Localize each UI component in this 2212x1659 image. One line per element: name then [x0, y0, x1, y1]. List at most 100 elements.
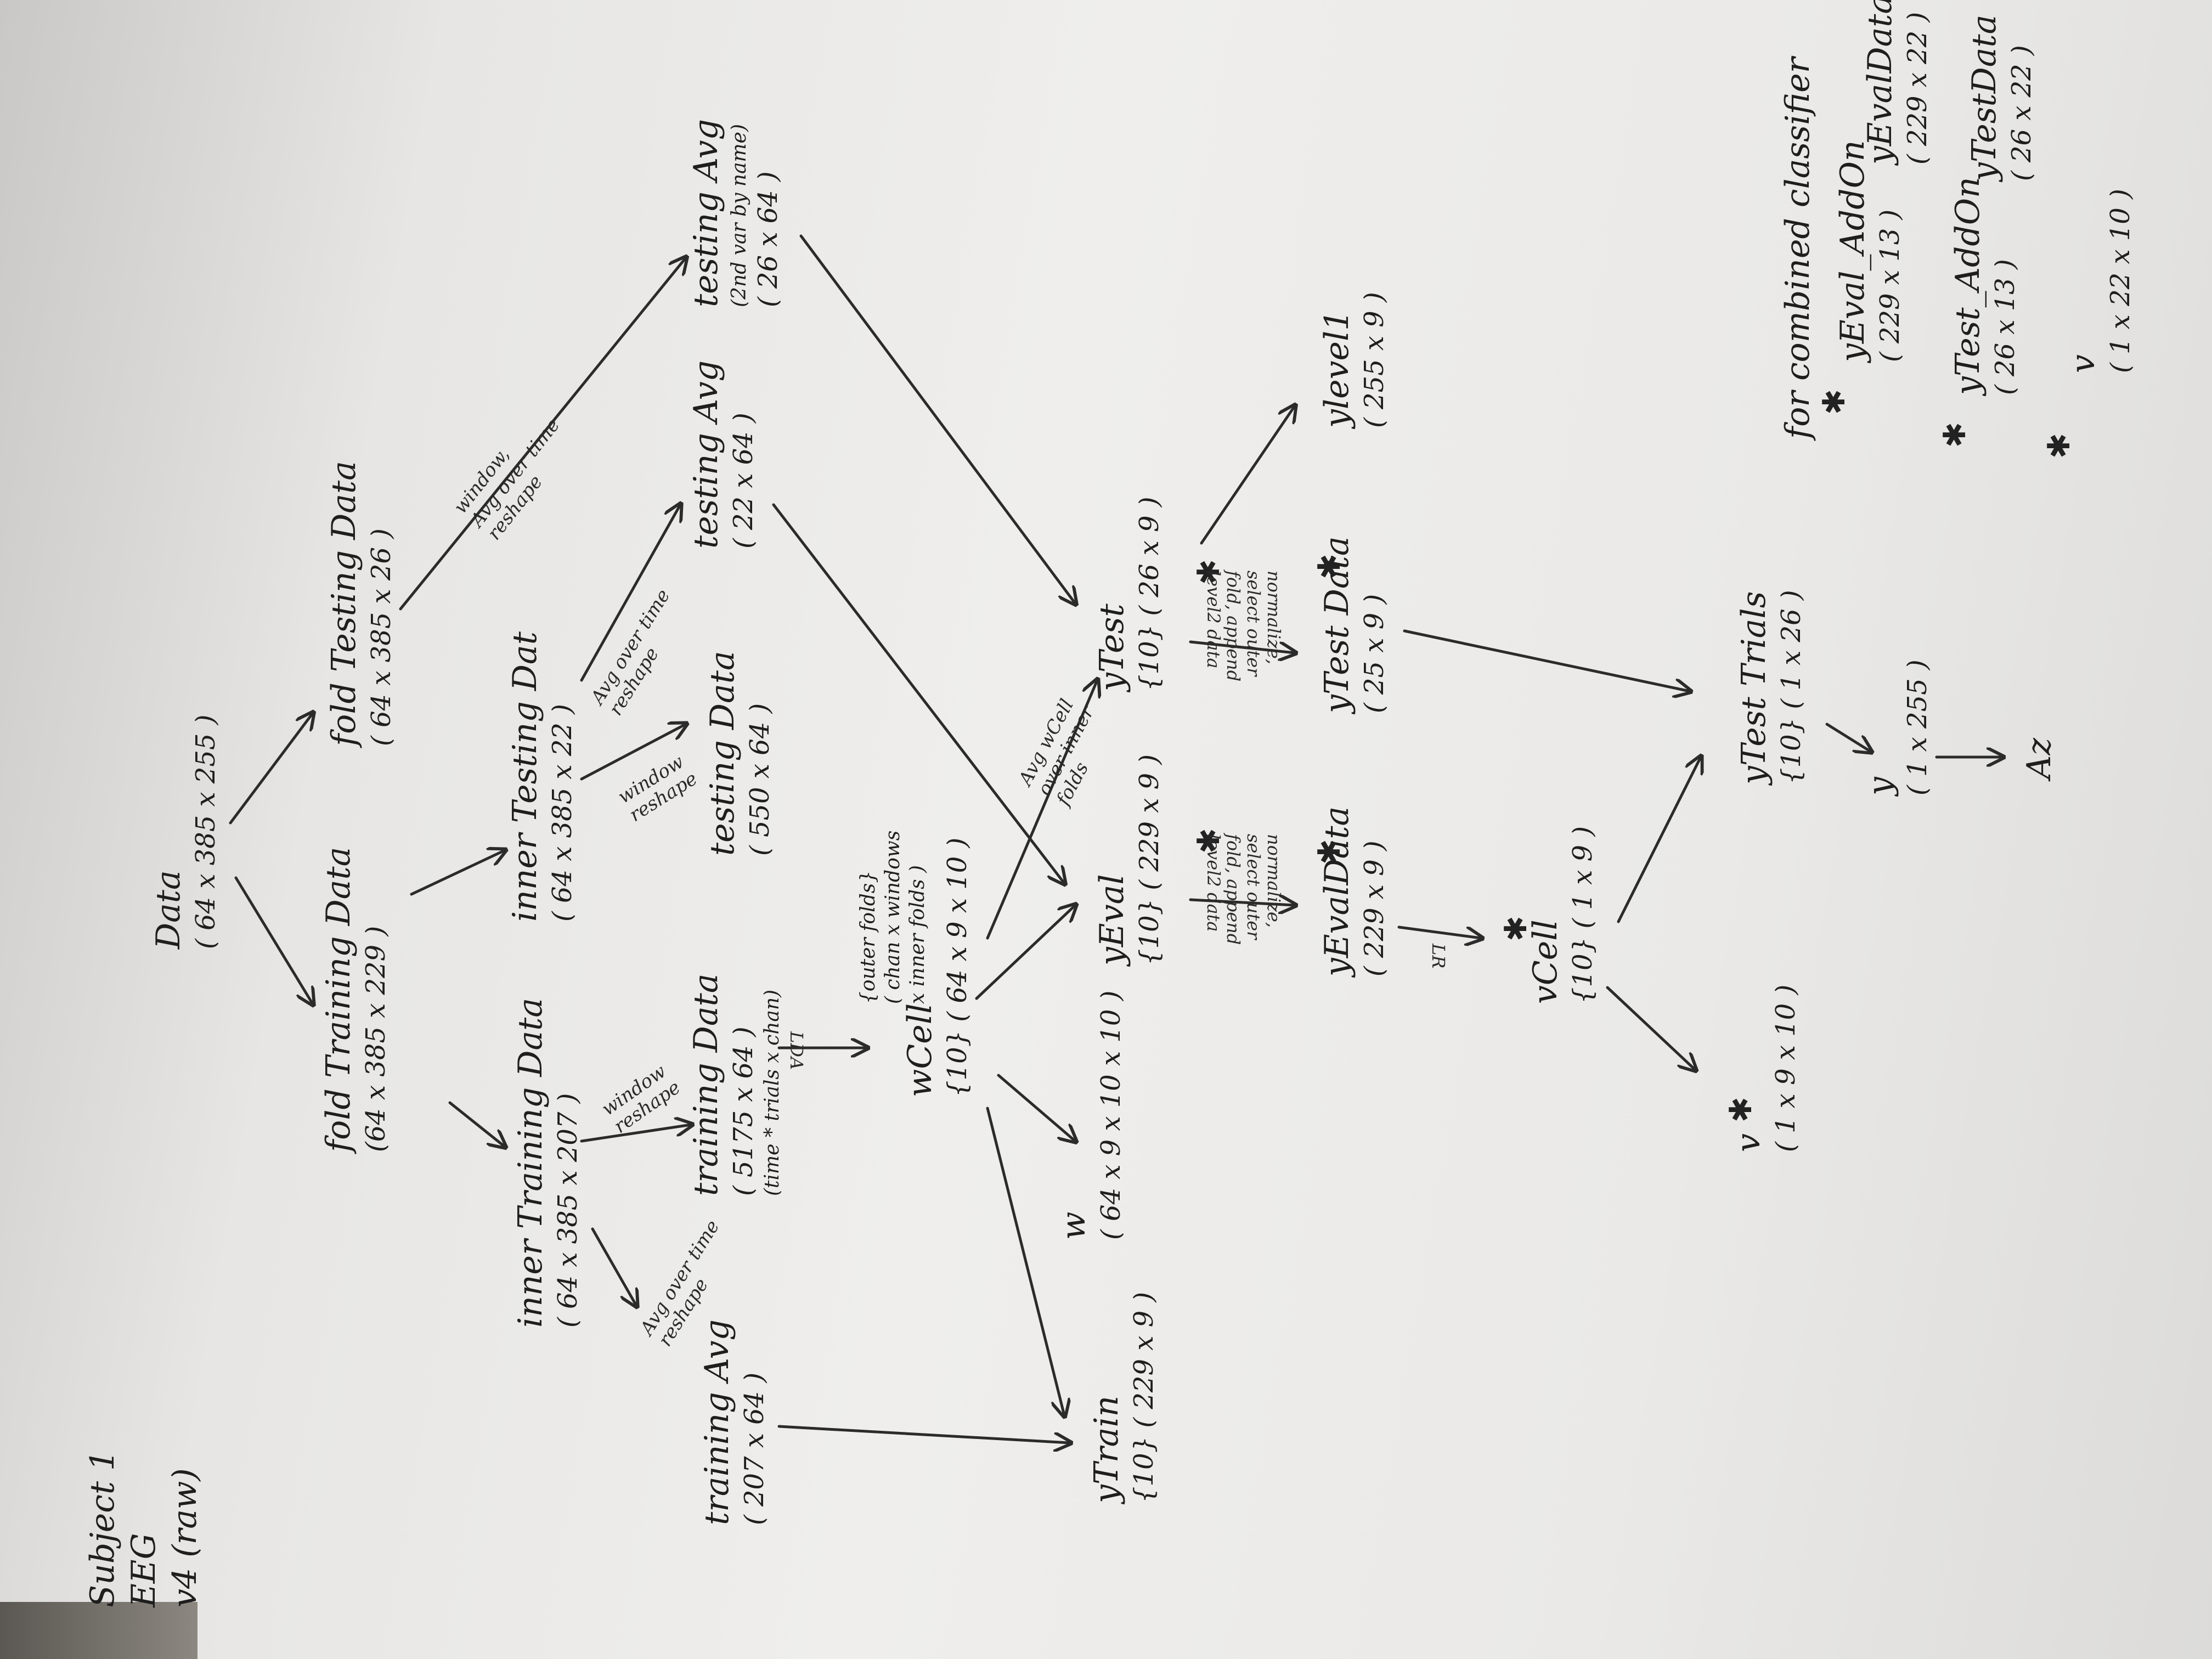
node-training-avg: training Avg ( 207 x 64 ) [697, 1319, 771, 1525]
arrow-vcell-to-ytesttrials [1617, 757, 1701, 923]
node-training-data: training Data ( 5175 x 64 ) (time * tria… [686, 974, 785, 1196]
node-dims: ( 64 x 385 x 207 ) [552, 1093, 583, 1328]
label-line: level2 data [1203, 571, 1224, 669]
node-title: y [1861, 777, 1899, 795]
node-testing-avg-2: testing Avg (2nd var by name) ( 26 x 64 … [686, 119, 785, 307]
arrow-training-avg-to-ytrain [777, 1425, 1070, 1443]
node-title: fold Training Data [319, 847, 358, 1152]
node-inner-testing-data: inner Testing Dat ( 64 x 385 x 22 ) [505, 631, 579, 922]
label-line: normalize, [1263, 834, 1284, 928]
arrow-wcell-to-ytrain [986, 1107, 1064, 1415]
item-dims: ( 229 x 13 ) [1875, 209, 1905, 362]
arrow-yeval-to-yevaldata [1189, 900, 1295, 905]
combined-item-ytestdata: yTestData ( 26 x 22 ) [1964, 15, 2038, 181]
node-dims: {10} ( 64 x 9 x 10 ) [942, 837, 973, 1097]
label-normalize-2: normalize, select outer fold, append lev… [1203, 571, 1284, 681]
node-title: training Data [687, 973, 725, 1196]
arrow-fold-training-to-inner-testing [410, 850, 505, 896]
node-testing-data: testing Data ( 550 x 64 ) [702, 651, 776, 856]
node-dims: {10} ( 1 x 9 ) [1567, 826, 1598, 1004]
arrow-inner-training-to-training-avg [591, 1227, 636, 1306]
arrow-ytest-to-ylevel1 [1200, 406, 1295, 545]
node-title: training Avg [698, 1319, 736, 1525]
node-title: ylevel1 [1318, 309, 1356, 428]
node-dims: ( 5175 x 64 ) [728, 1026, 759, 1196]
node-v: v ( 1 x 9 x 10 ) [1728, 985, 1802, 1152]
item-name: v [2064, 354, 2102, 373]
node-title: inner Testing Dat [506, 631, 544, 922]
node-y: y ( 1 x 255 ) [1860, 659, 1934, 795]
label-window-reshape-1: window reshape [597, 1059, 685, 1138]
node-title: yTrain [1087, 1395, 1126, 1503]
node-vcell: vCell {10} ( 1 x 9 ) [1525, 826, 1599, 1004]
arrow-inner-training-to-training-data [580, 1125, 691, 1143]
star-marker: ✱ [1311, 839, 1347, 865]
star-marker: ✱ [1498, 916, 1534, 941]
star-marker: ✱ [1816, 389, 1852, 415]
item-dims: ( 1 x 22 x 10 ) [2105, 189, 2136, 373]
node-testing-avg: testing Avg ( 22 x 64 ) [686, 360, 760, 549]
arrow-vcell-to-v [1606, 986, 1695, 1070]
arrow-testing-avg-to-yeval [772, 503, 1064, 883]
star-marker: ✱ [1723, 1097, 1759, 1122]
node-yeval: yEval {10} ( 229 x 9 ) [1092, 754, 1166, 966]
node-ytrain: yTrain {10} ( 229 x 9 ) [1086, 1292, 1160, 1503]
node-inner-training-data: inner Training Data ( 64 x 385 x 207 ) [510, 998, 584, 1328]
node-title: inner Training Data [511, 997, 550, 1328]
node-dims: ( 1 x 255 ) [1902, 659, 1933, 795]
star-marker: ✱ [2041, 433, 2077, 459]
node-title: yEval [1093, 874, 1131, 966]
node-dims: {10} ( 229 x 9 ) [1128, 1291, 1159, 1503]
combined-title-text: for combined classifier [1779, 57, 1817, 439]
star-marker: ✱ [1311, 554, 1347, 579]
arrow-fold-testing-to-testing-avg2 [399, 258, 686, 611]
label-lr: LR [1428, 944, 1449, 968]
node-w: w ( 64 x 9 x 10 x 10 ) [1053, 991, 1127, 1240]
subject-line-3: v4 (raw) [166, 1468, 204, 1607]
item-dims: ( 229 x 22 ) [1902, 12, 1933, 165]
desk-corner [0, 1602, 198, 1659]
node-data: Data ( 64 x 385 x 255 ) [148, 715, 222, 949]
item-name: yTestData [1965, 14, 2004, 181]
node-dims: ( 255 x 9 ) [1359, 292, 1390, 428]
node-title: testing Avg [687, 360, 725, 549]
node-ylevel1: ylevel1 ( 255 x 9 ) [1317, 292, 1391, 428]
item-name: yTest_AddOn [1949, 177, 1987, 395]
arrow-yevaldata-to-vcell [1397, 926, 1481, 938]
item-name: yEval_AddOn [1833, 140, 1872, 362]
subject-header: Subject 1 EEG v4 (raw) [82, 1450, 206, 1607]
node-dims: ( 207 x 64 ) [739, 1372, 770, 1525]
arrow-fold-training-to-inner-training [448, 1101, 505, 1147]
node-dims: {10} ( 26 x 9 ) [1134, 496, 1165, 691]
arrow-ytest-to-ytestdata [1189, 640, 1295, 653]
label-line: select outer [1243, 834, 1265, 940]
node-title: fold Testing Data [325, 461, 363, 746]
combined-title: for combined classifier [1778, 58, 1819, 439]
node-dims: ( 1 x 9 x 10 ) [1770, 984, 1801, 1152]
label-line: fold, append [1223, 571, 1244, 682]
arrow-ytestdata-to-ytesttrials [1403, 629, 1690, 691]
node-title: Az [2020, 738, 2058, 779]
label-line: select outer [1243, 571, 1265, 676]
arrow-wcell-to-yeval [975, 905, 1075, 1000]
label-window-reshape-2: window reshape [614, 750, 701, 827]
item-name: yEvalData [1861, 0, 1899, 165]
arrow-inner-testing-to-testing-data [580, 724, 686, 781]
label-line: normalize, [1263, 571, 1284, 665]
node-fold-testing-data: fold Testing Data ( 64 x 385 x 26 ) [324, 461, 398, 746]
combined-item-ytest-addon: yTest_AddOn ( 26 x 13 ) [1948, 177, 2022, 395]
node-dims: ( 25 x 9 ) [1359, 594, 1390, 713]
node-dims: ( 64 x 385 x 26 ) [366, 528, 397, 746]
node-note: (time * trials x chan) [761, 989, 783, 1196]
node-title: yTest Trials [1735, 591, 1773, 785]
node-ytest: yTest {10} ( 26 x 9 ) [1092, 496, 1166, 691]
label-avg-reshape-2: Avg over time reshape [586, 585, 693, 720]
label-line: level2 data [1203, 834, 1224, 932]
node-title: w [1054, 1211, 1093, 1240]
label-line: LDA [786, 1031, 807, 1070]
node-dims: ( 64 x 9 x 10 x 10 ) [1096, 990, 1126, 1240]
star-marker: ✱ [1937, 422, 1973, 448]
node-dims: {10} ( 1 x 26 ) [1776, 590, 1807, 785]
